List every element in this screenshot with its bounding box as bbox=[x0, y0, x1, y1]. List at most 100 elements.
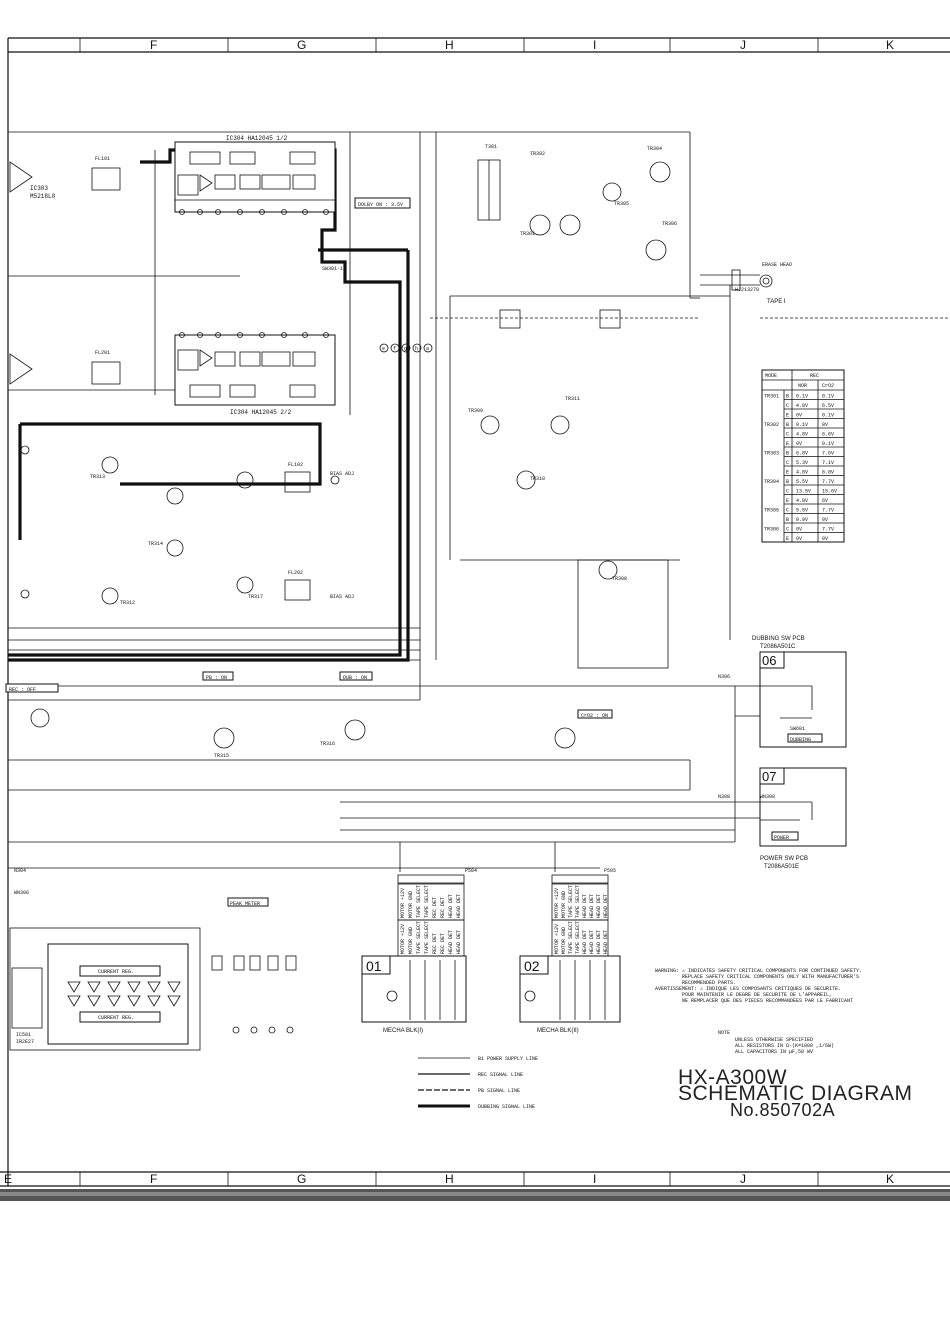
ic303-label: IC303 bbox=[30, 185, 48, 192]
left-amp-section: TR313 TR314 TR317 TR312 bbox=[20, 445, 340, 606]
svg-text:e: e bbox=[382, 346, 385, 352]
note-heading: NOTE bbox=[718, 1030, 730, 1036]
connector-pin-label: TAPE SELECT bbox=[416, 921, 422, 954]
connector-pin-label: MOTOR +12V bbox=[400, 924, 406, 954]
vt-rec: REC bbox=[810, 373, 819, 379]
voltage-table-cell: 0V bbox=[796, 413, 802, 419]
dubbing-pcb-part: T2086A501C bbox=[760, 644, 796, 650]
rec-amp-section: TR309 TR311 TR310 TR308 bbox=[468, 396, 669, 669]
connector-pin-label: REC DET bbox=[440, 933, 446, 954]
col-bot-h: H bbox=[445, 1172, 454, 1186]
column-labels-bottom: E F G H I J K bbox=[4, 1172, 894, 1186]
tr312-label: TR312 bbox=[120, 600, 135, 606]
dubbing-pcb-title: DUBBING SW PCB bbox=[752, 636, 805, 642]
mecha1-title: MECHA BLK(I) bbox=[383, 1028, 423, 1034]
dubbing-btn-label: DUBBING bbox=[790, 737, 811, 743]
warning-3: RECOMMENDED PARTS. bbox=[682, 980, 736, 986]
voltage-table-cell: 7.7V bbox=[822, 479, 834, 485]
tr314-label: TR314 bbox=[148, 541, 163, 547]
voltage-table-cell: 0.1V bbox=[822, 413, 834, 419]
voltage-table-cell: 0V bbox=[796, 536, 802, 542]
voltage-table-cell: C bbox=[786, 460, 789, 466]
connector-pin-label: TAPE SELECT bbox=[416, 885, 422, 918]
connector-pin-label: MOTOR +12V bbox=[554, 924, 560, 954]
voltage-table-cell: 0V bbox=[822, 422, 828, 428]
legend-pb: PB SIGNAL LINE bbox=[478, 1088, 520, 1094]
erase-head-label: ERASE HEAD bbox=[762, 262, 792, 268]
voltage-table-cell: 0V bbox=[822, 536, 828, 542]
vt-nor: NOR bbox=[798, 383, 807, 389]
filters: FL101 FL201 FL102 FL202 BIAS ADJ BIAS AD… bbox=[91, 156, 354, 601]
warning-1: WARNING: ⚠ INDICATES SAFETY CRITICAL COM… bbox=[655, 968, 862, 974]
warning-block: WARNING: ⚠ INDICATES SAFETY CRITICAL COM… bbox=[655, 968, 862, 1004]
connector-pin-label: HEAD DET bbox=[589, 930, 595, 954]
n308-label: N308 bbox=[718, 794, 730, 800]
col-bot-k: K bbox=[886, 1172, 894, 1186]
voltage-table-cell: 4.8V bbox=[796, 470, 808, 476]
voltage-table-cell: 0V bbox=[822, 517, 828, 523]
dubbing-pcb: DUBBING SW PCB T2086A501C 06 DUBBING SW6… bbox=[752, 636, 847, 748]
current-reg-2: CURRENT REG. bbox=[98, 1015, 134, 1021]
svg-text:h: h bbox=[415, 346, 418, 352]
ic501-block: CURRENT REG. CURRENT REG. IC501 IR2E27 P… bbox=[9, 897, 297, 1051]
warning-4: AVERTISSEMENT: ⚠ INDIQUE LES COMPOSANTS … bbox=[655, 986, 841, 992]
tr315-label: TR315 bbox=[214, 753, 229, 759]
connector-pin-label: HEAD DET bbox=[448, 894, 454, 918]
voltage-table-cell: TR303 bbox=[764, 451, 779, 457]
wn308-label: WN308 bbox=[760, 794, 775, 800]
power-pcb-no: 07 bbox=[762, 769, 776, 784]
legend-dubbing: DUBBING SIGNAL LINE bbox=[478, 1104, 535, 1110]
voltage-table-cell: C bbox=[786, 489, 789, 495]
ic304-bottom-label: IC304 HA12045 2/2 bbox=[230, 409, 292, 416]
voltage-table-cell: E bbox=[786, 498, 789, 504]
current-reg-1: CURRENT REG. bbox=[98, 969, 134, 975]
voltage-table-cell: 5.5V bbox=[796, 479, 808, 485]
tr304-label: TR304 bbox=[647, 146, 662, 152]
tr317-label: TR317 bbox=[248, 594, 263, 600]
tr301-label: TR301 bbox=[520, 231, 535, 237]
voltage-table-cell: C bbox=[786, 508, 789, 514]
sw601-label: SW601 bbox=[790, 726, 805, 732]
note-block: NOTE UNLESS OTHERWISE SPECIFIED ALL RESI… bbox=[718, 1030, 834, 1055]
col-top-k: K bbox=[886, 38, 894, 52]
voltage-table-cell: 4.8V bbox=[796, 498, 808, 504]
voltage-table-cell: 6.5V bbox=[822, 403, 834, 409]
voltage-table-cell: TR305 bbox=[764, 508, 779, 514]
tr313-label: TR313 bbox=[90, 474, 105, 480]
connector-pin-label: REC DET bbox=[432, 897, 438, 918]
mecha-blk-2: 02 MECHA BLK(II) bbox=[519, 955, 621, 1034]
col-top-i: I bbox=[593, 38, 596, 52]
voltage-table-cell: 5.3V bbox=[796, 460, 808, 466]
power-pcb-title: POWER SW PCB bbox=[760, 856, 808, 862]
n304-label: N304 bbox=[14, 868, 26, 874]
connector-pin-label: TAPE SELECT bbox=[568, 885, 574, 918]
fl202-label: FL202 bbox=[288, 570, 303, 576]
cro2-on-tag: CrO2 : ON bbox=[581, 713, 608, 719]
voltage-table-cell: 6V bbox=[822, 498, 828, 504]
connector-pin-label: HEAD DET bbox=[596, 930, 602, 954]
sw301-label: SW301-1 bbox=[322, 266, 343, 272]
ic303-amp: IC303 M5218L0 bbox=[9, 161, 56, 385]
svg-text:g: g bbox=[404, 346, 407, 352]
model-title: HX-A300W bbox=[678, 1066, 787, 1089]
p504-label: P504 bbox=[465, 868, 477, 874]
voltage-table-cell: 7.7V bbox=[822, 527, 834, 533]
ic501-label: IC501 bbox=[16, 1032, 31, 1038]
connector-pin-label: TAPE SELECT bbox=[575, 885, 581, 918]
dubbing-pcb-no: 06 bbox=[762, 653, 776, 668]
n306-label: N306 bbox=[718, 674, 730, 680]
voltage-table-cell: 6.6V bbox=[822, 432, 834, 438]
voltage-table-cell: 0V bbox=[796, 441, 802, 447]
col-top-f: F bbox=[150, 38, 157, 52]
ic304-lower: IC304 HA12045 2/2 bbox=[174, 332, 336, 416]
fl102-label: FL102 bbox=[288, 462, 303, 468]
voltage-table-cell: 0.1V bbox=[822, 394, 834, 400]
voltage-table-cell: 5.5V bbox=[796, 508, 808, 514]
voltage-table-cell: E bbox=[786, 536, 789, 542]
note-3: ALL CAPACITORS IN μF,50 WV bbox=[735, 1049, 813, 1055]
mecha2-title: MECHA BLK(II) bbox=[537, 1028, 579, 1034]
